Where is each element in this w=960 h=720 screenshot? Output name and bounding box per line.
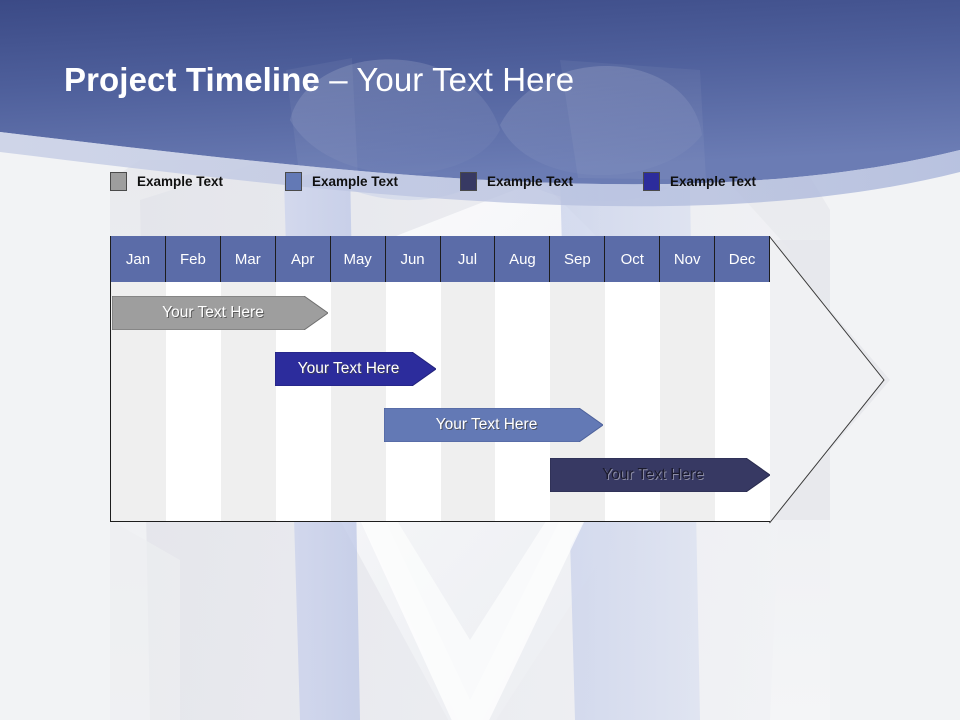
legend-swatch-dark-navy-icon <box>460 171 477 191</box>
header-band <box>0 0 960 207</box>
month-cell-feb[interactable]: Feb <box>165 236 221 282</box>
legend-swatch-medium-blue-icon <box>285 171 302 191</box>
legend-label-4: Example Text <box>670 173 757 189</box>
month-cell-jul[interactable]: Jul <box>440 236 496 282</box>
task-bar-4[interactable]: Your Text Here <box>550 458 770 492</box>
page-title: Project Timeline – Your Text Here <box>64 60 574 100</box>
task-bar-3[interactable]: Your Text Here <box>384 408 603 442</box>
grid-column-may <box>330 282 386 521</box>
month-cell-oct[interactable]: Oct <box>605 236 661 282</box>
title-light: – Your Text Here <box>319 61 575 98</box>
month-cell-mar[interactable]: Mar <box>220 236 276 282</box>
legend-item-1[interactable]: Example Text <box>110 170 223 192</box>
legend-label-3: Example Text <box>487 173 574 189</box>
month-cell-dec[interactable]: Dec <box>715 236 771 282</box>
legend-label-1: Example Text <box>137 173 224 189</box>
legend-label-2: Example Text <box>312 173 399 189</box>
task-bar-2-shape <box>275 352 436 386</box>
legend-swatch-gray-icon <box>110 171 127 191</box>
task-bar-3-shape <box>384 408 603 442</box>
task-bar-1[interactable]: Your Text Here <box>112 296 328 330</box>
month-cell-nov[interactable]: Nov <box>660 236 716 282</box>
legend-item-2[interactable]: Example Text <box>285 170 398 192</box>
task-bar-1-label: Your Text Here <box>162 304 264 321</box>
task-bar-4-shape <box>550 458 770 492</box>
task-bar-2-label: Your Text Here <box>297 360 400 377</box>
grid-column-jul <box>440 282 496 521</box>
task-bar-1-shape <box>112 296 328 330</box>
month-cell-jun[interactable]: Jun <box>385 236 441 282</box>
month-header-row: Jan Feb Mar Apr May Jun Jul Aug Sep Oct … <box>110 236 771 282</box>
legend: Example Text Example Text Example Text E… <box>0 170 960 196</box>
gantt-chart: Jan Feb Mar Apr May Jun Jul Aug Sep Oct … <box>110 236 771 522</box>
title-strong: Project Timeline <box>64 61 320 98</box>
legend-swatch-bright-blue-icon <box>643 171 660 191</box>
grid-column-jun <box>385 282 441 521</box>
legend-item-3[interactable]: Example Text <box>460 170 573 192</box>
grid-column-aug <box>495 282 551 521</box>
task-bar-2[interactable]: Your Text Here <box>275 352 436 386</box>
task-bar-3-label: Your Text Here <box>435 416 538 433</box>
month-cell-sep[interactable]: Sep <box>550 236 606 282</box>
month-cell-aug[interactable]: Aug <box>495 236 551 282</box>
task-bar-4-label: Your Text Here <box>602 466 704 483</box>
month-cell-may[interactable]: May <box>330 236 386 282</box>
month-cell-jan[interactable]: Jan <box>110 236 166 282</box>
legend-item-4[interactable]: Example Text <box>643 170 756 192</box>
month-cell-apr[interactable]: Apr <box>275 236 331 282</box>
